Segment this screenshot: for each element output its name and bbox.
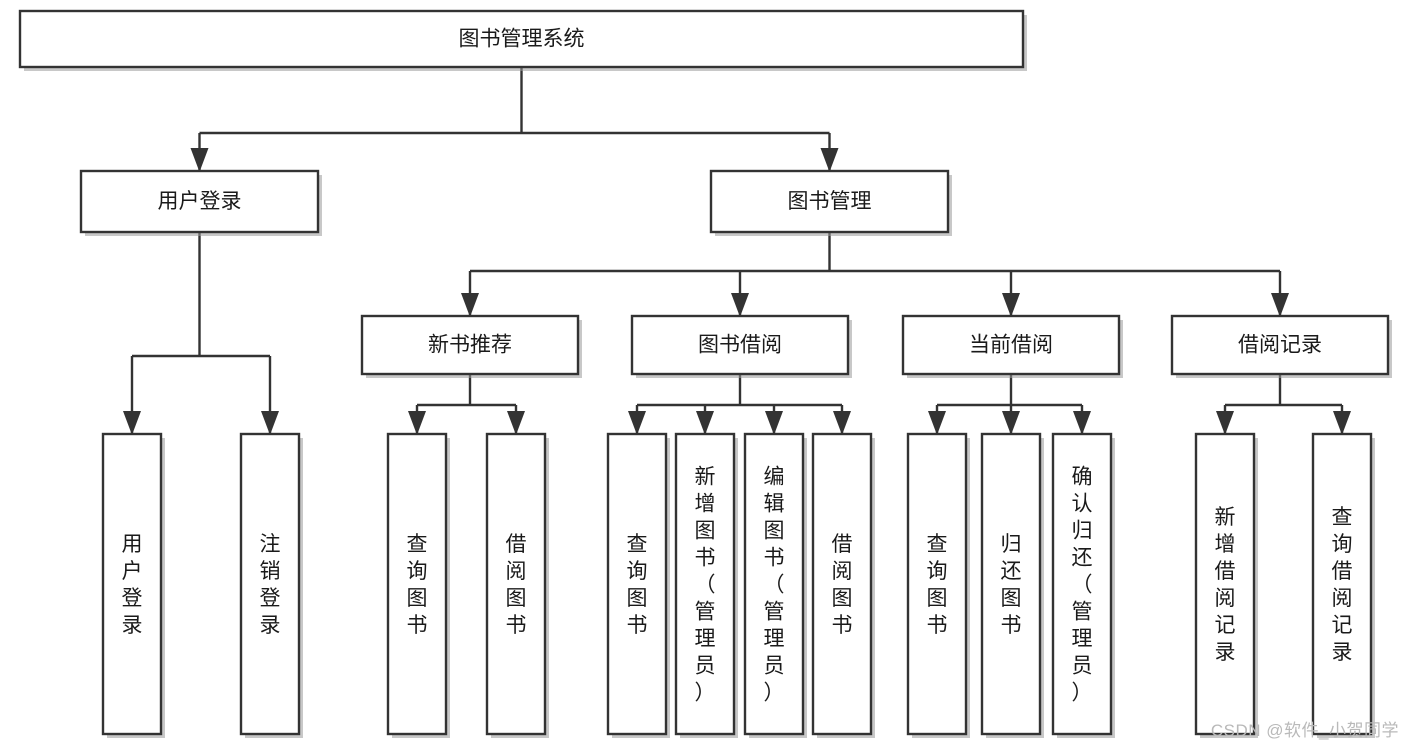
node-leaf-query-book-1[interactable]: 查询图书 [386, 432, 450, 738]
node-label: 图书管理 [788, 190, 872, 213]
borrow-to-leaves-arrow-icon [765, 411, 783, 435]
node-l1-book-manage[interactable]: 图书管理 [709, 169, 952, 236]
node-label: 新书推荐 [428, 334, 512, 357]
node-rect[interactable] [811, 432, 873, 736]
node-rect[interactable] [980, 432, 1042, 736]
node-label: 当前借阅 [969, 334, 1053, 357]
node-leaf-query-book-2[interactable]: 查询图书 [606, 432, 670, 738]
node-leaf-query-book-3[interactable]: 查询图书 [906, 432, 970, 738]
node-label: 确认归还（管理员） [1072, 466, 1093, 705]
node-label: 查询图书 [407, 533, 428, 637]
node-rect[interactable] [630, 314, 850, 376]
node-l2-borrow[interactable]: 图书借阅 [630, 314, 852, 378]
node-label: 用户登录 [158, 190, 242, 213]
node-root[interactable]: 图书管理系统 [18, 9, 1027, 71]
record-to-leaves-arrow-icon [1333, 411, 1351, 435]
node-leaf-return-book[interactable]: 归还图书 [980, 432, 1044, 738]
node-rect[interactable] [485, 432, 547, 736]
node-label: 借阅图书 [506, 533, 527, 637]
node-label: 查询图书 [627, 533, 648, 637]
node-rect[interactable] [101, 432, 163, 736]
node-rect[interactable] [18, 9, 1025, 69]
node-leaf-add-record[interactable]: 新增借阅记录 [1194, 432, 1258, 738]
node-rect[interactable] [386, 432, 448, 736]
node-leaf-edit-book[interactable]: 编辑图书（管理员） [743, 432, 807, 738]
node-label: 图书借阅 [698, 334, 782, 357]
node-rect[interactable] [606, 432, 668, 736]
node-rect[interactable] [1051, 432, 1113, 736]
node-label: 新增图书（管理员） [695, 466, 716, 705]
node-rect[interactable] [239, 432, 301, 736]
node-l1-user-login[interactable]: 用户登录 [79, 169, 322, 236]
current-to-leaves-arrow-icon [1002, 411, 1020, 435]
bookmanage-to-level2-arrow-icon [1002, 293, 1020, 317]
node-label: 归还图书 [1001, 533, 1022, 637]
node-l2-record[interactable]: 借阅记录 [1170, 314, 1392, 378]
node-leaf-add-book[interactable]: 新增图书（管理员） [674, 432, 738, 738]
root-to-level1-arrow-icon [190, 148, 209, 172]
node-label: 查询图书 [927, 533, 948, 637]
node-leaf-query-record[interactable]: 查询借阅记录 [1311, 432, 1375, 738]
connector-layer [123, 67, 1351, 435]
userlogin-to-leaves-arrow-icon [123, 411, 141, 435]
node-leaf-borrow-book-1[interactable]: 借阅图书 [485, 432, 549, 738]
node-label: 注销登录 [260, 533, 281, 637]
newbook-to-leaves-arrow-icon [507, 411, 525, 435]
node-layer: 图书管理系统用户登录图书管理新书推荐图书借阅当前借阅借阅记录用户登录注销登录查询… [18, 9, 1392, 738]
node-l2-current[interactable]: 当前借阅 [901, 314, 1123, 378]
node-rect[interactable] [901, 314, 1121, 376]
userlogin-to-leaves-arrow-icon [261, 411, 279, 435]
bookmanage-to-level2-arrow-icon [731, 293, 749, 317]
node-label: 编辑图书（管理员） [764, 466, 785, 705]
node-leaf-confirm-return[interactable]: 确认归还（管理员） [1051, 432, 1115, 738]
bookmanage-to-level2-arrow-icon [1271, 293, 1289, 317]
node-rect[interactable] [1311, 432, 1373, 736]
node-leaf-borrow-book-2[interactable]: 借阅图书 [811, 432, 875, 738]
record-to-leaves-arrow-icon [1216, 411, 1234, 435]
node-label: 借阅图书 [832, 533, 853, 637]
node-rect[interactable] [79, 169, 320, 234]
node-label: 新增借阅记录 [1215, 506, 1236, 664]
node-rect[interactable] [1170, 314, 1390, 376]
node-leaf-logout[interactable]: 注销登录 [239, 432, 303, 738]
node-l2-new-book[interactable]: 新书推荐 [360, 314, 582, 378]
node-label: 借阅记录 [1238, 334, 1322, 357]
node-label: 图书管理系统 [459, 28, 585, 51]
node-label: 查询借阅记录 [1332, 506, 1353, 664]
node-leaf-user-login[interactable]: 用户登录 [101, 432, 165, 738]
newbook-to-leaves-arrow-icon [408, 411, 426, 435]
csdn-watermark: CSDN @软件_小贺同学 [1210, 721, 1399, 740]
node-rect[interactable] [1194, 432, 1256, 736]
node-label: 用户登录 [122, 533, 143, 637]
node-rect[interactable] [360, 314, 580, 376]
current-to-leaves-arrow-icon [928, 411, 946, 435]
borrow-to-leaves-arrow-icon [628, 411, 646, 435]
node-rect[interactable] [709, 169, 950, 234]
node-rect[interactable] [906, 432, 968, 736]
bookmanage-to-level2-arrow-icon [461, 293, 479, 317]
borrow-to-leaves-arrow-icon [696, 411, 714, 435]
root-to-level1-arrow-icon [820, 148, 839, 172]
current-to-leaves-arrow-icon [1073, 411, 1091, 435]
borrow-to-leaves-arrow-icon [833, 411, 851, 435]
node-rect[interactable] [743, 432, 805, 736]
node-rect[interactable] [674, 432, 736, 736]
